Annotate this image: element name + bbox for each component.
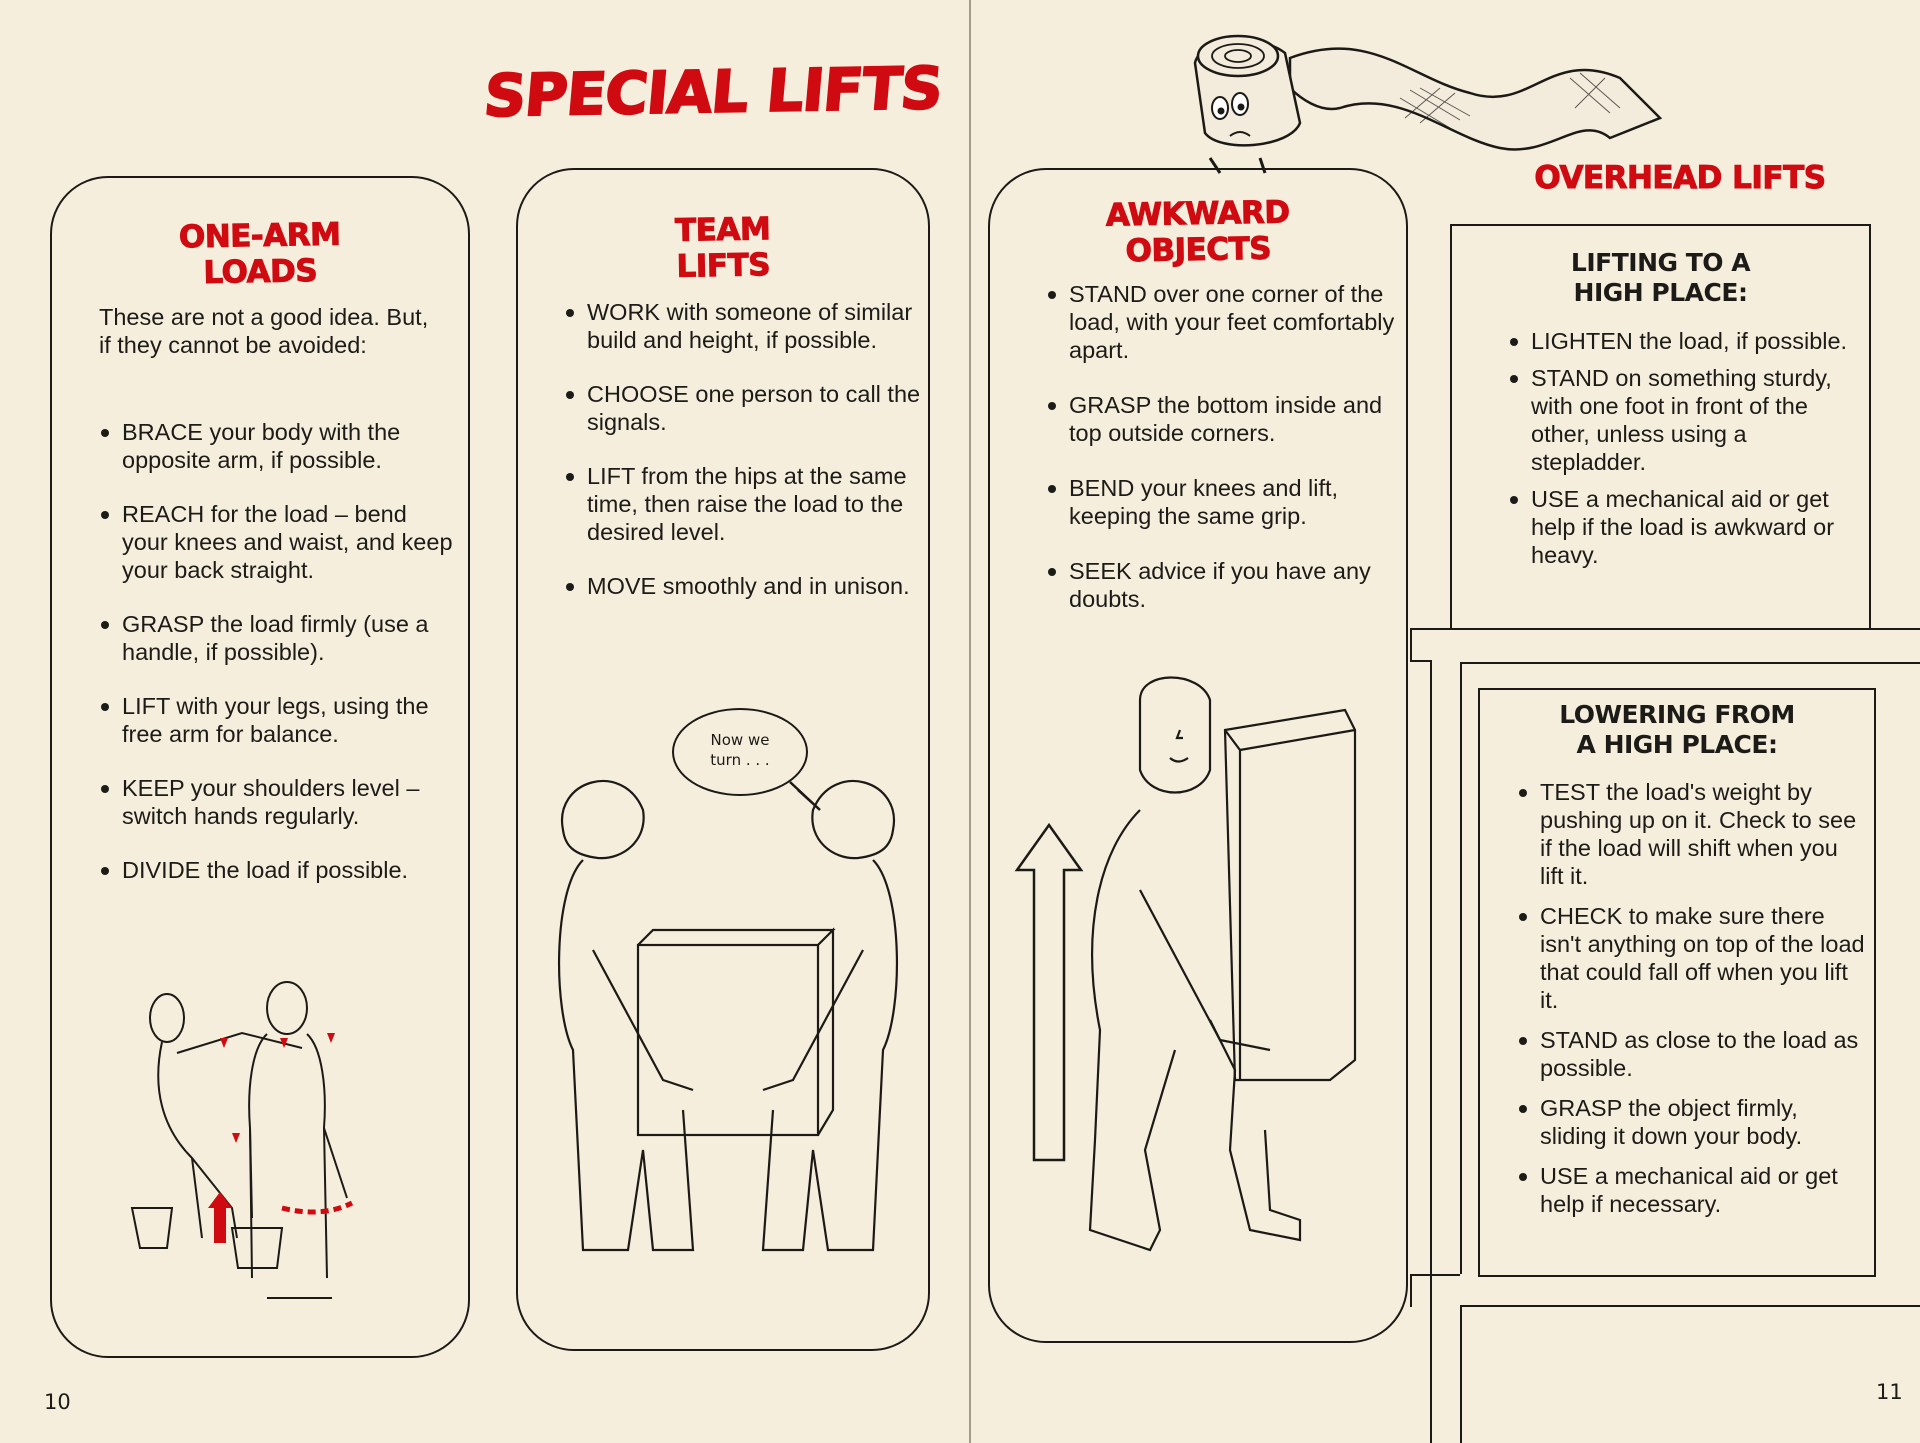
frame-line bbox=[1410, 1274, 1460, 1276]
heading-line: AWKWARD bbox=[1105, 194, 1290, 234]
frame-line bbox=[1460, 1305, 1920, 1307]
list-item: BRACE your body with the opposite arm, i… bbox=[99, 418, 459, 474]
list-item: STAND as close to the load as possible. bbox=[1517, 1026, 1867, 1082]
team-lifts-heading: TEAM LIFTS bbox=[517, 208, 928, 287]
lifting-list: LIGHTEN the load, if possible. STAND on … bbox=[1508, 327, 1853, 578]
awkward-objects-list: STAND over one corner of the load, with … bbox=[1046, 280, 1406, 640]
frame-line bbox=[1460, 662, 1462, 1274]
frame-line bbox=[1430, 660, 1432, 1443]
speech-bubble: Now we turn . . . bbox=[672, 708, 808, 796]
list-item: TEST the load's weight by pushing up on … bbox=[1517, 778, 1867, 890]
one-arm-list: BRACE your body with the opposite arm, i… bbox=[99, 418, 459, 910]
log-mascot-with-scroll-icon bbox=[1193, 34, 1663, 174]
list-item: REACH for the load – bend your knees and… bbox=[99, 500, 459, 584]
frame-line bbox=[1460, 1305, 1462, 1443]
heading-line: LIFTS bbox=[676, 247, 771, 286]
up-arrow-icon bbox=[1014, 822, 1084, 1162]
frame-line bbox=[1410, 660, 1430, 662]
heading-line: OBJECTS bbox=[1125, 230, 1272, 270]
list-item: CHOOSE one person to call the signals. bbox=[564, 380, 924, 436]
list-item: LIFT with your legs, using the free arm … bbox=[99, 692, 459, 748]
heading-line: HIGH PLACE: bbox=[1573, 278, 1748, 307]
lowering-heading: LOWERING FROM A HIGH PLACE: bbox=[1480, 700, 1874, 760]
overhead-lifts-heading: OVERHEAD LIFTS bbox=[1534, 160, 1827, 197]
page-spine bbox=[969, 0, 971, 1443]
heading-line: LOWERING FROM bbox=[1559, 700, 1795, 729]
list-item: WORK with someone of similar build and h… bbox=[564, 298, 924, 354]
team-lifts-list: WORK with someone of similar build and h… bbox=[564, 298, 924, 626]
team-lifts-panel: TEAM LIFTS WORK with someone of similar … bbox=[516, 168, 930, 1351]
one-arm-intro: These are not a good idea. But, if they … bbox=[99, 304, 429, 358]
frame-line bbox=[1460, 662, 1920, 664]
list-item: GRASP the object firmly, sliding it down… bbox=[1517, 1094, 1867, 1150]
list-item: USE a mechanical aid or get help if the … bbox=[1508, 485, 1853, 569]
list-item: DIVIDE the load if possible. bbox=[99, 856, 459, 884]
lowering-from-high-place-box: LOWERING FROM A HIGH PLACE: TEST the loa… bbox=[1478, 688, 1876, 1277]
one-arm-loads-heading: ONE-ARM LOADS bbox=[51, 214, 468, 293]
list-item: USE a mechanical aid or get help if nece… bbox=[1517, 1162, 1867, 1218]
heading-line: ONE-ARM bbox=[178, 216, 341, 256]
list-item: MOVE smoothly and in unison. bbox=[564, 572, 924, 600]
two-person-box-lift-icon bbox=[557, 780, 899, 1252]
awkward-objects-panel: AWKWARD OBJECTS STAND over one corner of… bbox=[988, 168, 1408, 1343]
page-number-right: 11 bbox=[1876, 1380, 1903, 1404]
frame-line bbox=[1410, 628, 1412, 662]
person-lifting-tall-box-icon bbox=[1088, 676, 1357, 1252]
frame-line bbox=[1410, 1274, 1412, 1307]
bucket-carrier-figures-icon bbox=[130, 981, 354, 1299]
list-item: CHECK to make sure there isn't anything … bbox=[1517, 902, 1867, 1014]
list-item: GRASP the bottom inside and top outside … bbox=[1046, 391, 1406, 447]
list-item: BEND your knees and lift, keeping the sa… bbox=[1046, 474, 1406, 530]
list-item: GRASP the load firmly (use a handle, if … bbox=[99, 610, 459, 666]
speech-bubble-tail-icon bbox=[789, 781, 821, 811]
list-item: LIGHTEN the load, if possible. bbox=[1508, 327, 1853, 355]
lifting-heading: LIFTING TO A HIGH PLACE: bbox=[1452, 248, 1869, 308]
heading-line: LIFTING TO A bbox=[1570, 248, 1751, 277]
lowering-list: TEST the load's weight by pushing up on … bbox=[1517, 778, 1867, 1230]
list-item: KEEP your shoulders level – switch hands… bbox=[99, 774, 459, 830]
speech-text: turn . . . bbox=[710, 751, 770, 769]
heading-line: A HIGH PLACE: bbox=[1576, 730, 1778, 759]
list-item: LIFT from the hips at the same time, the… bbox=[564, 462, 924, 546]
page-number-left: 10 bbox=[44, 1390, 71, 1414]
list-item: STAND over one corner of the load, with … bbox=[1046, 280, 1406, 364]
page-title: SPECIAL LIFTS bbox=[480, 53, 945, 131]
heading-line: TEAM bbox=[674, 211, 771, 250]
list-item: STAND on something sturdy, with one foot… bbox=[1508, 364, 1853, 476]
lifting-to-high-place-box: LIFTING TO A HIGH PLACE: LIGHTEN the loa… bbox=[1450, 224, 1871, 630]
awkward-objects-heading: AWKWARD OBJECTS bbox=[989, 192, 1406, 271]
list-item: SEEK advice if you have any doubts. bbox=[1046, 557, 1406, 613]
one-arm-loads-panel: ONE-ARM LOADS These are not a good idea.… bbox=[50, 176, 470, 1358]
speech-text: Now we bbox=[710, 731, 770, 749]
heading-line: LOADS bbox=[203, 253, 318, 292]
